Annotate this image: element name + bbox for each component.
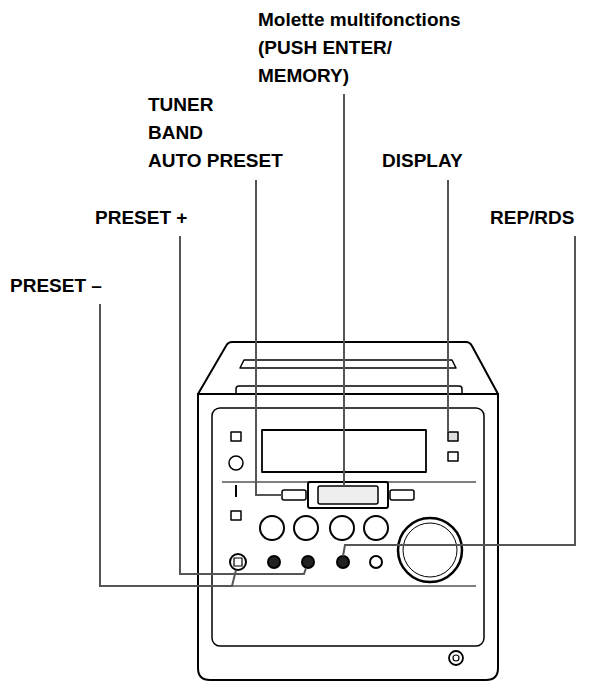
small-button [229,456,243,470]
callout-label: DISPLAY [382,147,463,175]
front-panel [212,408,484,646]
leader-line [180,236,306,574]
jog-dial [318,486,378,504]
callout-label: PRESET – [10,272,102,300]
preset-minus-button [230,554,246,570]
headphone-jack [449,651,463,665]
jog-window [308,482,388,508]
preset-plus-button [302,556,314,568]
leader-line [343,236,575,556]
indicator [235,485,237,497]
leader-line [343,94,345,486]
volume-dial-ring [403,523,457,577]
panel-line [222,585,476,586]
callout-label: PRESET + [95,204,187,232]
display-button [448,432,458,441]
round-button [294,516,318,540]
small-button [231,432,241,441]
callout-label: REP/RDS [490,204,574,232]
callout-label: AUTO PRESET [148,147,283,175]
callout-label: TUNER BAND [148,91,228,147]
unit-body [198,394,498,680]
rep-rds-button [337,556,349,568]
callout-label: Molette multifonctions (PUSH ENTER/ MEMO… [258,6,480,90]
round-button [260,516,284,540]
round-button [330,516,354,540]
small-button [370,556,382,568]
round-button [364,516,388,540]
tuner-button [282,490,306,500]
cd-slot [240,360,456,368]
volume-dial [398,518,462,582]
side-button [390,490,414,500]
small-button [231,511,241,520]
leader-line [447,180,449,432]
small-button [448,452,458,461]
button-mark [234,558,242,566]
leader-line [100,304,236,586]
small-button [268,556,280,568]
headphone-jack-core [453,655,459,661]
leader-line [256,180,282,495]
